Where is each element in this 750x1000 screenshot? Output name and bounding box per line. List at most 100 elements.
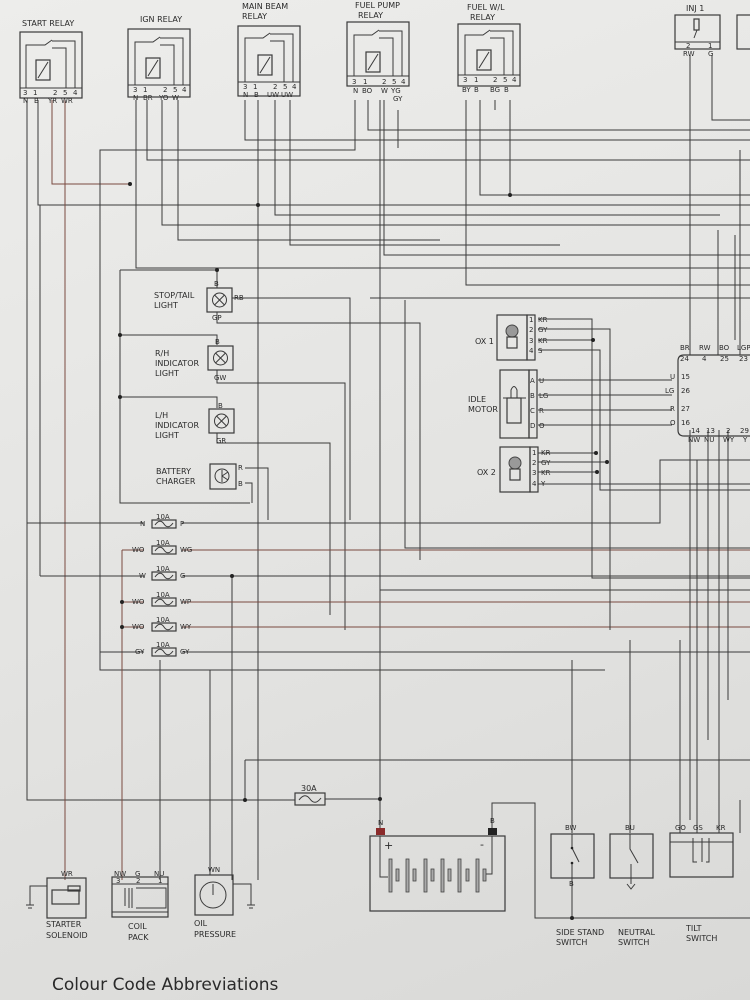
label: SIDE STAND [556, 928, 604, 937]
junction-dots [118, 182, 609, 920]
label: 2 [53, 89, 57, 97]
label: G [708, 50, 713, 58]
label: N [243, 91, 248, 99]
label: GW [214, 374, 226, 382]
label: WO [132, 598, 145, 606]
label: LG [539, 392, 548, 400]
label: Y [540, 480, 546, 488]
label: BW [565, 824, 577, 832]
label: 5 [392, 78, 396, 86]
label: 3 [352, 78, 356, 86]
label: 2 [726, 427, 730, 435]
label: 4 [182, 86, 187, 94]
label: RB [234, 294, 244, 302]
label: 1 [708, 42, 712, 50]
label: W [381, 87, 388, 95]
label: BU [625, 824, 635, 832]
label: TILT [685, 924, 702, 933]
main-fuse-30a[interactable]: 30A [294, 784, 326, 806]
label: YO [158, 94, 169, 102]
label: SWITCH [556, 938, 587, 947]
label: 4 [512, 76, 517, 84]
label: SWITCH [618, 938, 649, 947]
relay-label: FUEL W/L [467, 3, 505, 12]
label: 5 [173, 86, 177, 94]
label: GR [216, 437, 226, 445]
label: 3 [116, 877, 120, 885]
label: KR [541, 449, 551, 457]
label: BO [719, 344, 730, 352]
label: N [23, 97, 28, 105]
label: STOP/TAIL [154, 291, 195, 300]
label: 2 [686, 42, 690, 50]
label: 10A [156, 641, 170, 649]
label: 2 [529, 326, 533, 334]
label: WO [132, 546, 145, 554]
label: 10A [156, 616, 170, 624]
label: WR [61, 97, 73, 105]
label: B [238, 480, 243, 488]
label: WR [61, 870, 73, 878]
label: OIL [194, 919, 208, 928]
label: G [135, 870, 140, 878]
label: CHARGER [156, 477, 196, 486]
label: U [670, 373, 675, 381]
label: L/H [155, 411, 168, 420]
battery-positive-terminal [376, 828, 385, 835]
label: B [504, 86, 509, 94]
label: 3 [23, 89, 27, 97]
label: INDICATOR [155, 421, 199, 430]
label: Y [742, 436, 748, 444]
label: U [539, 377, 544, 385]
label: YG [390, 87, 401, 95]
label: B [34, 97, 39, 105]
label: D [530, 422, 535, 430]
label: YR [47, 97, 57, 105]
fuse-6[interactable]: 10A GY GY [135, 641, 190, 657]
label: 10A [156, 539, 170, 547]
label: GY [180, 648, 190, 656]
label: RW [683, 50, 695, 58]
label: GS [693, 824, 703, 832]
label: 3 [529, 337, 533, 345]
label: KR [538, 337, 548, 345]
label: GY [135, 648, 145, 656]
label: 3 [463, 76, 467, 84]
label: COIL [128, 922, 147, 931]
label: N [133, 94, 138, 102]
label: BO [362, 87, 373, 95]
label: 1 [529, 316, 533, 324]
label: WY [180, 623, 192, 631]
label: OX 2 [477, 468, 496, 477]
label: 1 [363, 78, 367, 86]
label: 23 [739, 355, 748, 363]
